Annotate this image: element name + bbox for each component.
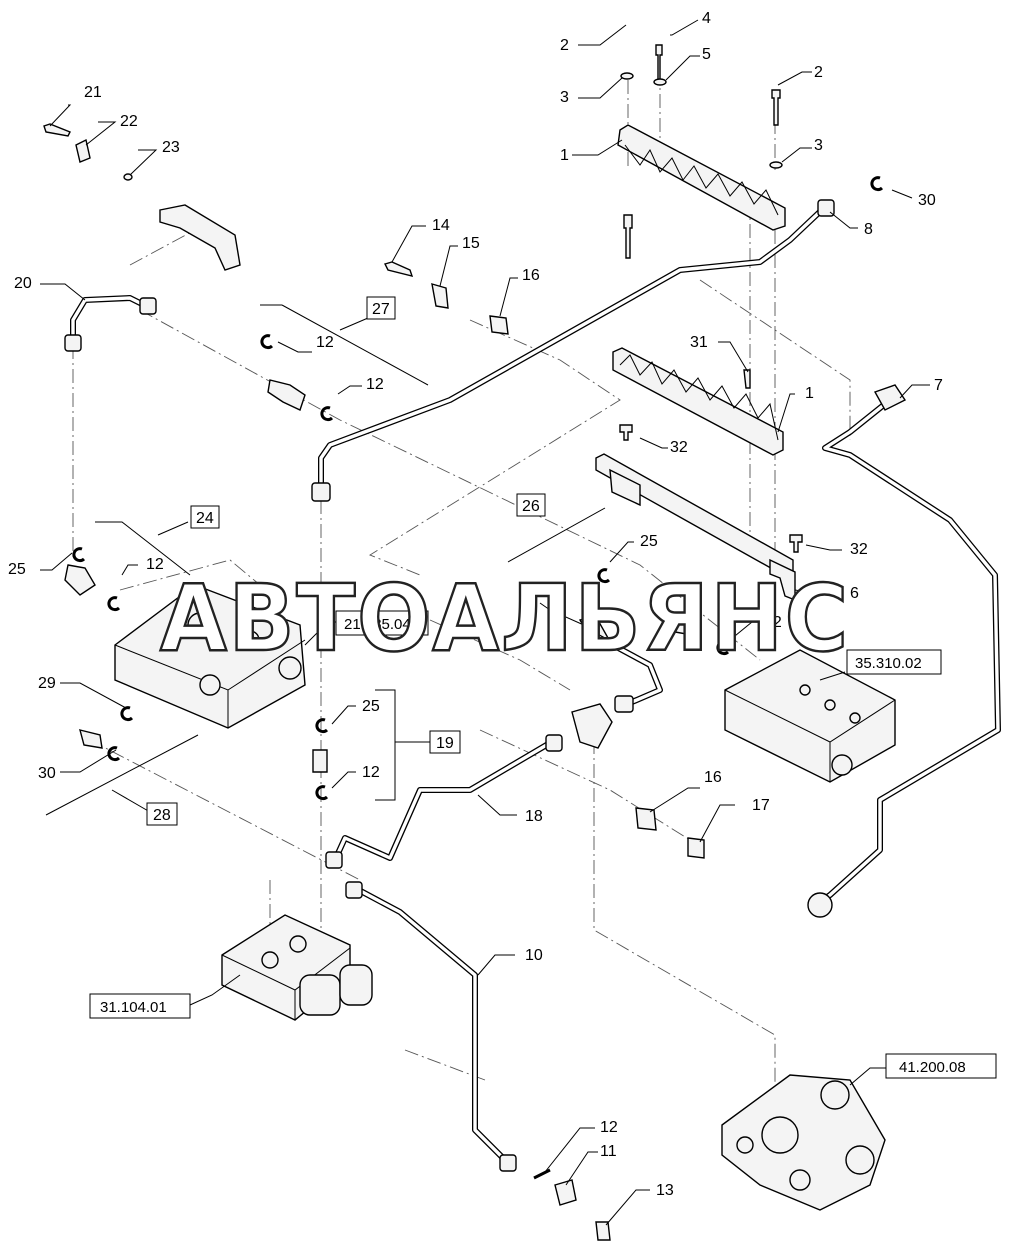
mounting-plate bbox=[595, 453, 796, 602]
group-refs: 21.135.04 35.310.02 31.104.01 41.200.08 bbox=[89, 610, 997, 1079]
callout-20: 20 bbox=[14, 275, 32, 292]
callout-30-a: 30 bbox=[918, 192, 936, 209]
callout-7: 7 bbox=[934, 377, 943, 394]
callout-12-f: 12 bbox=[600, 1119, 618, 1136]
callout-32-a: 32 bbox=[670, 439, 688, 456]
group-ref-41-200-08: 41.200.08 bbox=[899, 1059, 966, 1076]
callout-16-b: 16 bbox=[704, 769, 722, 786]
callout-5: 5 bbox=[702, 46, 711, 63]
callout-21: 21 bbox=[84, 84, 102, 101]
seal-rings bbox=[72, 176, 884, 1180]
callout-2-b: 2 bbox=[814, 64, 823, 81]
group-ref-35-310-02: 35.310.02 bbox=[855, 655, 922, 672]
boxed-ref-24: 24 bbox=[196, 510, 214, 527]
centerlines bbox=[72, 70, 851, 1090]
callout-6: 6 bbox=[850, 585, 859, 602]
callout-12-d: 12 bbox=[764, 614, 782, 631]
callout-4: 4 bbox=[702, 10, 711, 27]
callout-9: 9 bbox=[526, 593, 535, 610]
boxed-ref-19: 19 bbox=[436, 735, 454, 752]
valve-block-21-135-04 bbox=[114, 584, 306, 729]
ref-brackets bbox=[45, 304, 606, 816]
watermark: АВТОАЛЬЯНС bbox=[160, 565, 850, 672]
rail-bracket-lower bbox=[612, 347, 784, 456]
boxed-refs: 27 24 26 19 28 bbox=[146, 296, 546, 826]
callout-12-c: 12 bbox=[146, 556, 164, 573]
leader-lines bbox=[40, 19, 930, 1226]
callout-3-a: 3 bbox=[560, 89, 569, 106]
bolts bbox=[383, 44, 803, 553]
boxed-ref-26: 26 bbox=[522, 498, 540, 515]
callout-12-e: 12 bbox=[362, 764, 380, 781]
callout-1-b: 1 bbox=[805, 385, 814, 402]
callout-10: 10 bbox=[525, 947, 543, 964]
callout-2-a: 2 bbox=[560, 37, 569, 54]
callout-31: 31 bbox=[690, 334, 708, 351]
pipes bbox=[70, 203, 1001, 1163]
callout-25-b: 25 bbox=[640, 533, 658, 550]
pipe-nuts bbox=[64, 199, 907, 1172]
callout-25-c: 25 bbox=[362, 698, 380, 715]
group-ref-21-135-04: 21.135.04 bbox=[344, 616, 411, 633]
callout-32-b: 32 bbox=[850, 541, 868, 558]
callout-30-b: 30 bbox=[38, 765, 56, 782]
callout-25-a: 25 bbox=[8, 561, 26, 578]
callout-8: 8 bbox=[864, 221, 873, 238]
pump-41-200-08 bbox=[721, 1074, 886, 1211]
callout-3-b: 3 bbox=[814, 137, 823, 154]
callout-18: 18 bbox=[525, 808, 543, 825]
callout-13: 13 bbox=[656, 1182, 674, 1199]
small-fittings bbox=[43, 123, 241, 271]
connectors bbox=[64, 379, 693, 1241]
rail-bracket-top bbox=[617, 124, 786, 231]
callout-14: 14 bbox=[432, 217, 450, 234]
valve-block-31-104-01 bbox=[221, 914, 373, 1021]
callout-12-a: 12 bbox=[316, 334, 334, 351]
callout-23: 23 bbox=[162, 139, 180, 156]
boxed-ref-27: 27 bbox=[372, 301, 390, 318]
callout-22: 22 bbox=[120, 113, 138, 130]
callout-17: 17 bbox=[752, 797, 770, 814]
boxed-ref-28: 28 bbox=[153, 807, 171, 824]
callout-29: 29 bbox=[38, 675, 56, 692]
callout-12-b: 12 bbox=[366, 376, 384, 393]
callout-11: 11 bbox=[600, 1143, 617, 1160]
valve-block-35-310-02 bbox=[724, 649, 896, 783]
callout-labels: 2 4 5 2 3 3 1 30 8 21 22 23 20 14 15 16 … bbox=[8, 10, 943, 1199]
group-ref-31-104-01: 31.104.01 bbox=[100, 999, 167, 1016]
callout-1-a: 1 bbox=[560, 147, 569, 164]
callout-16-a: 16 bbox=[522, 267, 540, 284]
callout-15: 15 bbox=[462, 235, 480, 252]
clamps bbox=[431, 283, 705, 859]
